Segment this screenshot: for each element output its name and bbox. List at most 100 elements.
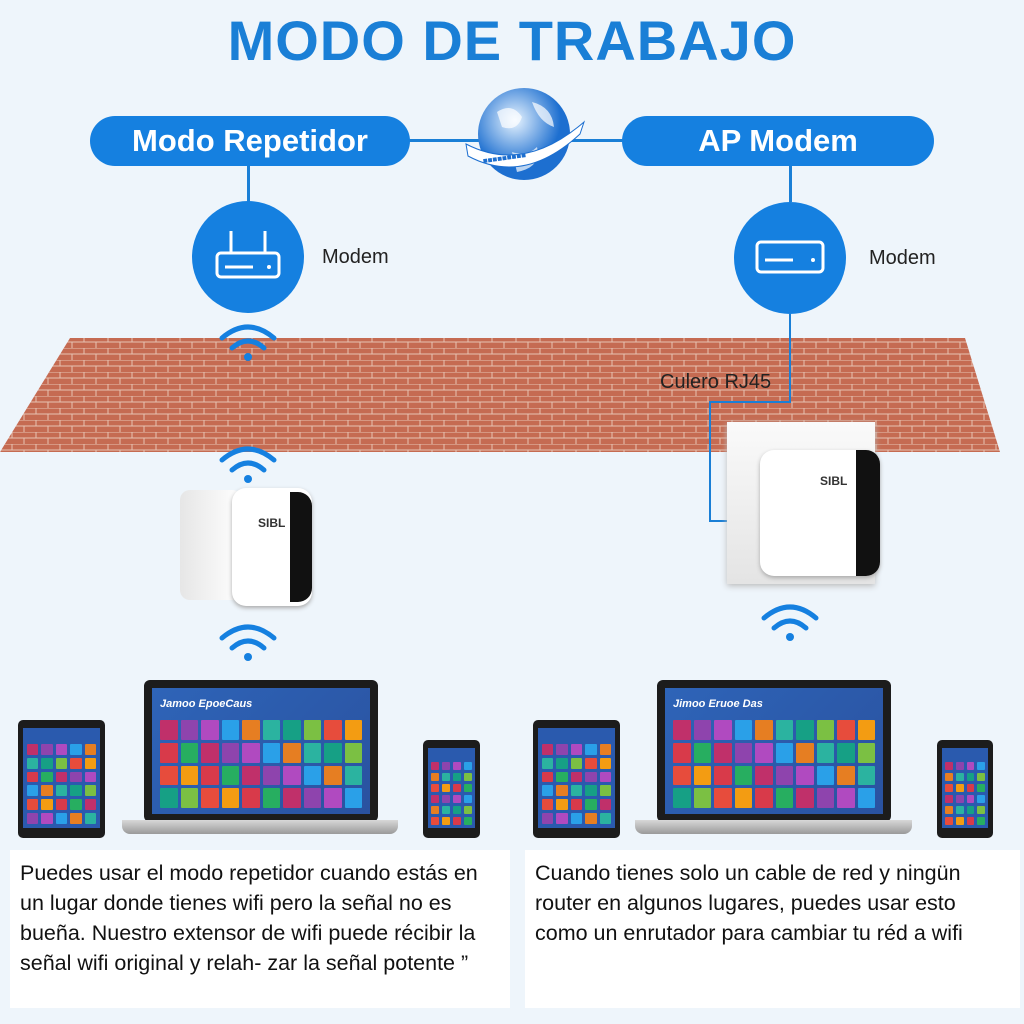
app-tile — [570, 785, 583, 797]
app-tile — [221, 788, 239, 808]
app-tile — [945, 762, 953, 770]
laptop: Jimoo Eruoe Das — [635, 680, 912, 836]
app-tile — [585, 799, 597, 811]
app-tile — [585, 744, 597, 755]
app-tile — [201, 765, 219, 786]
app-tile — [599, 757, 611, 769]
app-tile — [27, 744, 39, 755]
app-tile — [160, 765, 178, 786]
app-tile — [344, 788, 362, 808]
app-tile — [41, 785, 53, 797]
app-tile — [344, 765, 362, 786]
app-tile — [464, 806, 472, 814]
app-tile — [324, 765, 342, 786]
app-tile — [41, 744, 53, 755]
connector-line — [789, 166, 792, 202]
app-tile — [242, 788, 260, 808]
app-tile — [55, 757, 68, 769]
app-tile — [977, 817, 985, 825]
app-tile — [201, 720, 219, 740]
app-tile — [599, 744, 611, 755]
app-tile — [70, 813, 82, 824]
app-tile — [714, 742, 732, 763]
app-tile — [453, 773, 461, 781]
app-tile — [55, 771, 68, 783]
app-tile — [693, 788, 711, 808]
app-tile — [262, 765, 280, 786]
app-tile — [160, 742, 178, 763]
repeater-device: SIBL — [760, 450, 880, 576]
app-tile — [55, 813, 68, 824]
screen-title: Jimoo Eruoe Das — [673, 698, 763, 710]
connector-line — [247, 166, 250, 202]
app-tile — [221, 720, 239, 740]
app-tile — [966, 795, 975, 803]
app-tile — [221, 742, 239, 763]
app-tile — [84, 813, 96, 824]
app-tile — [70, 771, 82, 783]
app-tile — [41, 799, 53, 811]
app-tile — [453, 795, 461, 803]
app-tile — [431, 806, 439, 814]
app-tile — [303, 788, 321, 808]
app-tile — [755, 742, 773, 763]
phone — [937, 740, 993, 838]
globe-icon: ■■■■■■■■■ — [465, 88, 586, 180]
app-tile — [431, 817, 439, 825]
app-tile — [242, 742, 260, 763]
modem-label: Modem — [322, 246, 389, 268]
app-tile — [816, 788, 834, 808]
app-tile — [857, 720, 875, 740]
app-tile — [755, 765, 773, 786]
app-tile — [442, 806, 450, 814]
app-tile — [673, 788, 691, 808]
app-tile — [283, 765, 301, 786]
app-tile — [693, 765, 711, 786]
app-tile — [70, 799, 82, 811]
app-tile — [837, 788, 855, 808]
app-tile — [966, 784, 975, 792]
app-tile — [966, 806, 975, 814]
app-tile — [324, 788, 342, 808]
app-tile — [27, 813, 39, 824]
mode-repeater-pill: Modo Repetidor — [90, 116, 410, 166]
app-tile — [966, 773, 975, 781]
app-tile — [180, 742, 198, 763]
app-tile — [955, 795, 964, 803]
wifi-icon — [219, 324, 277, 361]
wifi-icon — [219, 624, 277, 661]
app-tile — [27, 771, 39, 783]
app-tile — [977, 806, 985, 814]
app-tile — [556, 785, 568, 797]
app-tile — [755, 720, 773, 740]
modem-label: Modem — [869, 247, 936, 269]
app-tile — [464, 795, 472, 803]
app-tile — [570, 757, 583, 769]
app-tile — [542, 813, 554, 824]
app-tile — [977, 762, 985, 770]
app-tile — [303, 720, 321, 740]
app-tile — [585, 785, 597, 797]
app-tile — [585, 757, 597, 769]
app-tile — [27, 799, 39, 811]
app-tile — [442, 795, 450, 803]
app-tile — [673, 765, 691, 786]
app-tile — [955, 784, 964, 792]
app-tile — [556, 744, 568, 755]
app-tile — [262, 788, 280, 808]
app-tile — [180, 720, 198, 740]
app-tile — [945, 773, 953, 781]
tablet — [533, 720, 620, 838]
app-tile — [837, 742, 855, 763]
app-tile — [977, 773, 985, 781]
app-tile — [201, 742, 219, 763]
app-tile — [693, 742, 711, 763]
router-icon — [192, 201, 304, 313]
app-tile — [201, 788, 219, 808]
app-tile — [945, 784, 953, 792]
app-tile — [734, 720, 752, 740]
app-tile — [796, 742, 814, 763]
app-tile — [84, 799, 96, 811]
app-tile — [599, 785, 611, 797]
app-tile — [453, 817, 461, 825]
